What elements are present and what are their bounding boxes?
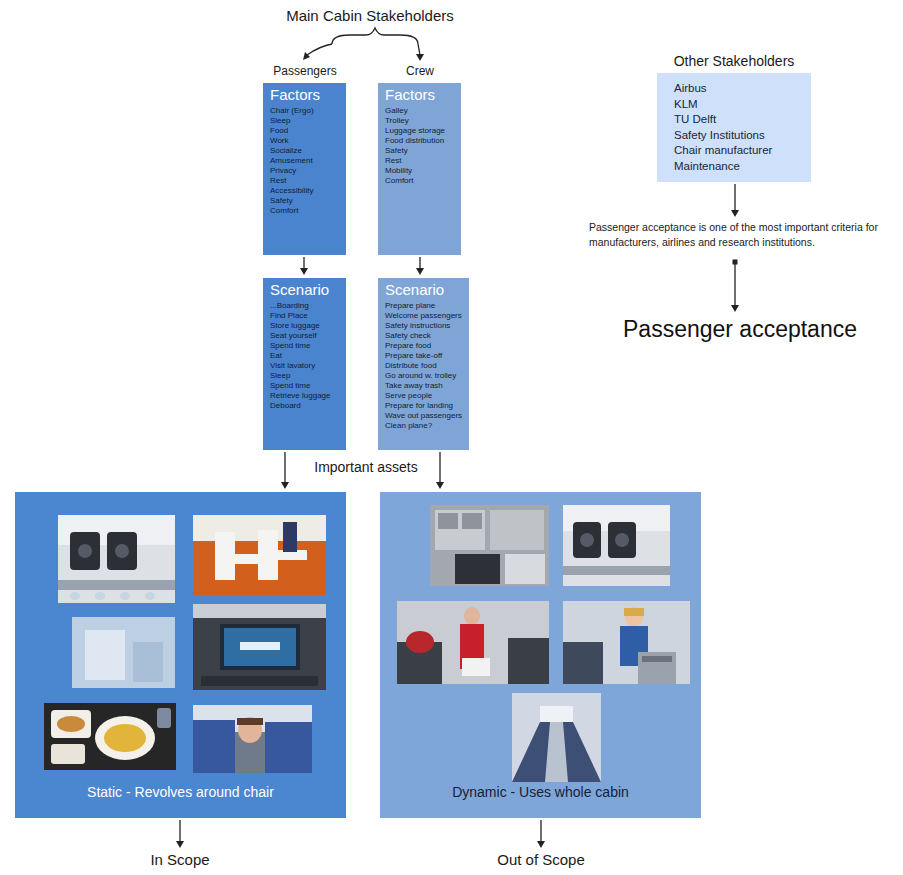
list-item: Chair manufacturer <box>674 143 797 159</box>
list-item: Prepare for landing <box>385 401 462 411</box>
node-text: In Scope <box>150 851 209 868</box>
list-item: Maintenance <box>674 159 797 175</box>
node-text: Out of Scope <box>497 851 585 868</box>
label-text: Important assets <box>306 459 426 475</box>
list-item: Prepare take-off <box>385 351 462 361</box>
list-item: Seat yourself <box>270 331 339 341</box>
photo-collage <box>380 492 701 818</box>
node-text: Passenger acceptance <box>623 316 857 342</box>
box-heading: Scenario <box>385 281 462 299</box>
box-heading: Scenario <box>270 281 339 299</box>
list-item: Food distribution <box>385 136 454 146</box>
arrow-connector <box>300 257 308 275</box>
list-item: Safety check <box>385 331 462 341</box>
list-item: Clean plane? <box>385 421 462 431</box>
scenario-box: Scenario ...BoardingFind PlaceStore lugga… <box>263 278 346 450</box>
list-item: Eat <box>270 351 339 361</box>
list-item: Rest <box>385 156 454 166</box>
list-item: Serve people <box>385 391 462 401</box>
list-item: Comfort <box>385 176 454 186</box>
arrow-connector <box>436 452 444 489</box>
diagram-title: Main Cabin Stakeholders <box>250 7 490 24</box>
scope-text: In Scope <box>110 851 250 869</box>
arrow-connector <box>176 820 184 848</box>
scope-text: Out of Scope <box>471 851 611 869</box>
panel-caption: Static - Revolves around chair <box>87 784 274 801</box>
scenario-box: ScenarioPrepare planeWelcome passengersS… <box>378 278 469 450</box>
list-item: ...Boarding <box>270 301 339 311</box>
list-item: Find Place <box>270 311 339 321</box>
list-item: Go around w. trolley <box>385 371 462 381</box>
note-text: Passenger acceptance is one of the most … <box>589 220 899 250</box>
list-item: Safety <box>270 196 339 206</box>
box-heading: Factors <box>385 86 454 104</box>
list-item: Safety <box>385 146 454 156</box>
list-item: TU Delft <box>674 112 797 128</box>
list-item: Safety instructions <box>385 321 462 331</box>
list-item: Distribute food <box>385 361 462 371</box>
list-item: Spend time <box>270 341 339 351</box>
list-item: Prepare plane <box>385 301 462 311</box>
list-item: Retrieve luggage <box>270 391 339 401</box>
list-item: Deboard <box>270 401 339 411</box>
label-text: Crew <box>380 64 460 78</box>
list-item: Trolley <box>385 116 454 126</box>
list-item: Take away trash <box>385 381 462 391</box>
photo-collage <box>15 492 346 818</box>
arrow-connector <box>416 257 424 275</box>
arrow-connector <box>537 820 545 848</box>
stakeholder-box: Other StakeholdersAirbusKLMTU DelftSafet… <box>657 73 811 182</box>
list-item: Mobility <box>385 166 454 176</box>
list-item: Visit lavatory <box>270 361 339 371</box>
list-item: Work <box>270 136 339 146</box>
box-heading: Factors <box>270 86 339 104</box>
list-item: Accessibility <box>270 186 339 196</box>
scope-panel: Static - Revolves around chair <box>15 492 346 818</box>
list-item: Safety Institutions <box>674 128 797 144</box>
arrow-connector <box>731 184 739 217</box>
list-item: Chair (Ergo) <box>270 106 339 116</box>
list-item: Privacy <box>270 166 339 176</box>
list-item: Sleep <box>270 116 339 126</box>
list-item: KLM <box>674 97 797 113</box>
node-text: Passenger acceptance is one of the most … <box>589 221 878 248</box>
list-item: Luggage storage <box>385 126 454 136</box>
factor-box: FactorsGalleyTrolleyLuggage storageFood … <box>378 83 461 255</box>
panel-caption: Dynamic - Uses whole cabin <box>452 784 629 801</box>
list-item: Sleep <box>270 371 339 381</box>
box-heading: Other Stakeholders <box>657 53 811 69</box>
list-item: Store luggage <box>270 321 339 331</box>
list-item: Welcome passengers <box>385 311 462 321</box>
list-item: Socialize <box>270 146 339 156</box>
label-text: Passengers <box>265 64 345 78</box>
list-item: Rest <box>270 176 339 186</box>
list-item: Comfort <box>270 206 339 216</box>
arrow-connector <box>281 452 289 489</box>
arrow-connector <box>731 260 739 313</box>
list-item: Wave out passengers <box>385 411 462 421</box>
factor-box: FactorsChair (Ergo)SleepFoodWorkSocializ… <box>263 83 346 255</box>
list-item: Amusement <box>270 156 339 166</box>
list-item: Food <box>270 126 339 136</box>
scope-panel: Dynamic - Uses whole cabin <box>380 492 701 818</box>
outcome-text: Passenger acceptance <box>595 315 885 343</box>
list-item: Airbus <box>674 81 797 97</box>
list-item: Spend time <box>270 381 339 391</box>
list-item: Galley <box>385 106 454 116</box>
list-item: Prepare food <box>385 341 462 351</box>
